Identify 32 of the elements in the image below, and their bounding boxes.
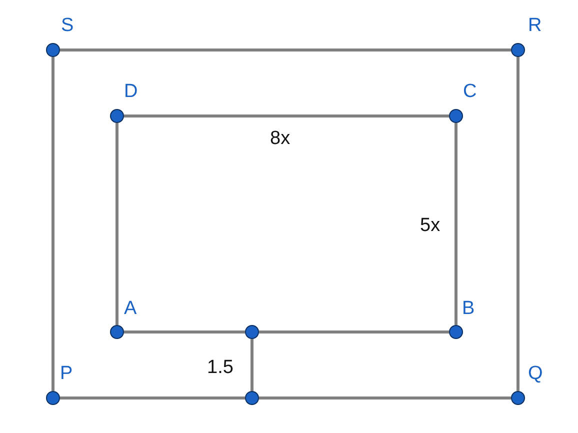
point-dot <box>110 325 124 339</box>
point-dot <box>245 391 259 405</box>
line-segment <box>259 396 511 400</box>
line-segment <box>60 48 511 52</box>
point-label: R <box>528 16 542 36</box>
point-label: P <box>60 364 73 384</box>
length-label: 8x <box>270 129 290 149</box>
line-segment <box>60 396 245 400</box>
line-segment <box>124 330 245 334</box>
line-segment <box>124 114 449 118</box>
point-label: D <box>124 82 138 102</box>
point-dot <box>511 43 525 57</box>
point-label: S <box>61 16 74 36</box>
point-dot <box>110 109 124 123</box>
line-segment <box>516 57 520 391</box>
point-label: B <box>462 299 475 319</box>
line-segment <box>250 339 254 391</box>
point-dot <box>511 391 525 405</box>
line-segment <box>454 123 458 325</box>
line-segment <box>116 123 118 325</box>
line-segment <box>52 57 54 391</box>
point-dot <box>449 325 463 339</box>
point-dot <box>46 43 60 57</box>
point-label: C <box>463 82 477 102</box>
point-label: A <box>124 299 137 319</box>
length-label: 1.5 <box>207 358 234 378</box>
line-segment <box>259 330 449 334</box>
point-dot <box>245 325 259 339</box>
point-label: Q <box>528 364 543 384</box>
length-label: 5x <box>420 216 440 236</box>
point-dot <box>449 109 463 123</box>
point-dot <box>46 391 60 405</box>
